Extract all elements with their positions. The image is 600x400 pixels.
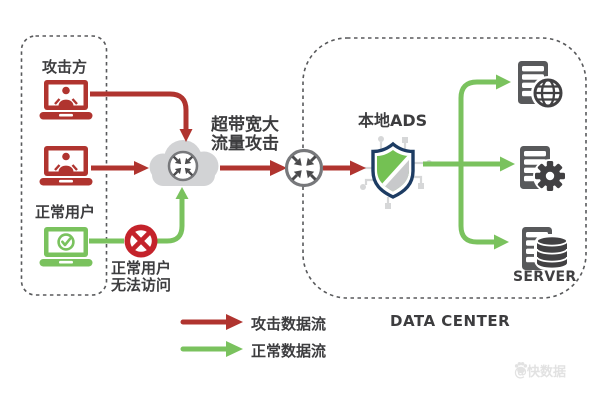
datacenter-label: DATA CENTER [390,312,511,330]
cloud-router-icon [149,140,219,186]
server-globe-icon [518,61,565,110]
blocked-note-line1: 正常用户 [111,259,172,277]
attack-flow-lines [90,91,351,171]
legend-normal-label: 正常数据流 [251,342,327,360]
server-database-icon [522,227,570,270]
attacker-group-label: 攻击方 [42,58,88,76]
legend-attack-arrow [180,314,243,330]
router-icon [287,151,322,186]
normal-flow-arrowheads [175,74,515,250]
attack-traffic-line2: 流量攻击 [211,134,279,154]
attacker-group-box [20,35,108,296]
legend-attack-label: 攻击数据流 [251,315,327,333]
normal-flow-lines [89,79,501,245]
server-gear-icon [520,146,567,193]
attack-flow-arrowheads [134,129,366,176]
local-ads-label: 本地ADS [358,111,428,130]
normal-user-label: 正常用户 [35,203,96,221]
attack-traffic-label: 超带宽大 流量攻击 [211,116,279,154]
ads-shield-icon [371,141,415,199]
attacker-laptop-icon-1 [38,78,94,121]
watermark-text: @快数据 [514,365,567,380]
access-blocked-icon [124,224,158,258]
attack-traffic-line1: 超带宽大 [211,115,279,135]
blocked-note: 正常用户 无法访问 [111,260,171,294]
server-label: SERVER [513,269,577,285]
normal-user-laptop-icon [38,225,94,268]
blocked-note-line2: 无法访问 [111,276,172,294]
legend-normal-arrow [180,341,243,357]
watermark: @快数据 [514,361,566,380]
paw-icon [514,362,528,374]
attacker-laptop-icon-2 [38,144,94,187]
